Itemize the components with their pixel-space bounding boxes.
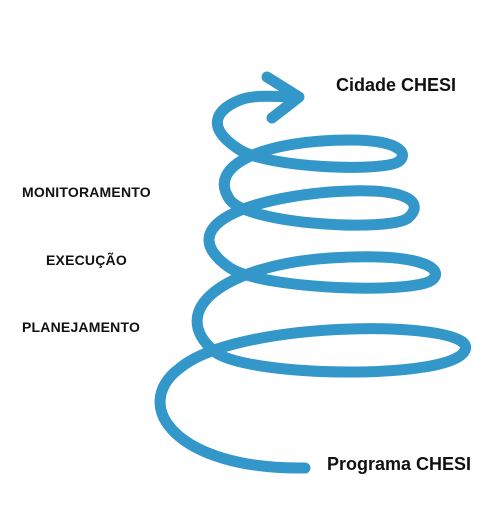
spiral-path <box>154 90 471 474</box>
arrow-up-right-icon <box>261 71 305 124</box>
stage-label-planejamento: PLANEJAMENTO <box>22 319 141 335</box>
goal-label: Cidade CHESI <box>336 75 457 95</box>
start-label: Programa CHESI <box>327 454 472 474</box>
stage-label-execucao: EXECUÇÃO <box>46 252 127 268</box>
stage-label-monitoramento: MONITORAMENTO <box>22 184 151 200</box>
